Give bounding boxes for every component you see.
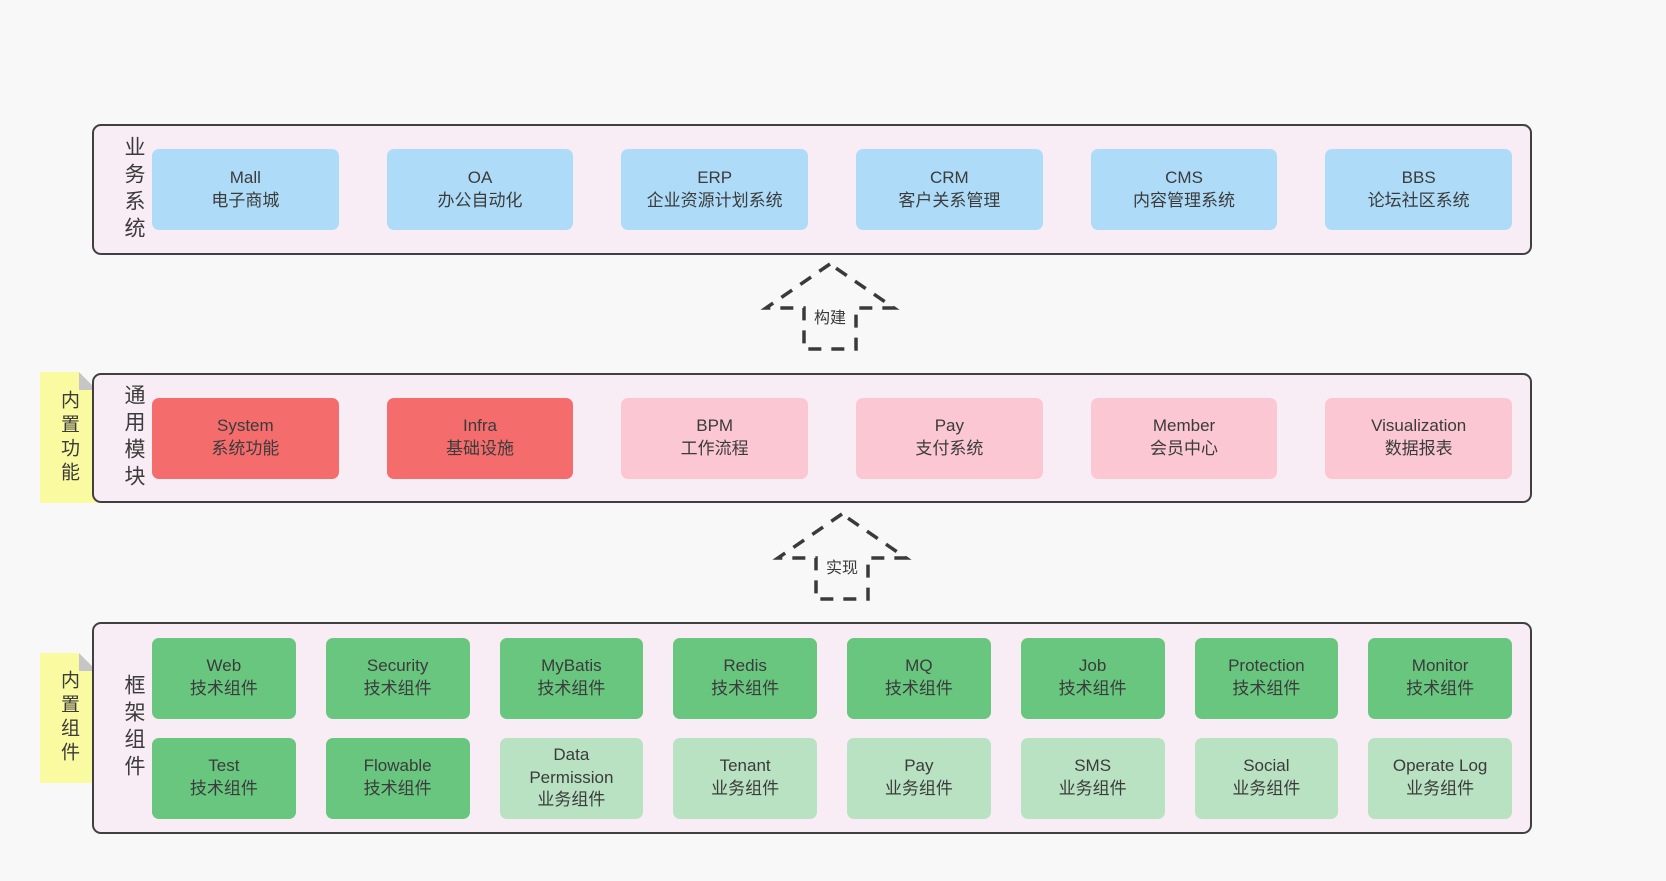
box-data-permission: Data Permission 业务组件 [499,737,644,819]
panel-business-systems: 业务系统 Mall 电子商城 OA 办公自动化 ERP 企业资源计划系统 CRM… [92,124,1532,255]
box-monitor: Monitor 技术组件 [1368,637,1512,719]
panel-label: 框架组件 [122,674,145,782]
box-pay-system: Pay 支付系统 [856,397,1043,479]
box-web: Web 技术组件 [152,637,296,719]
sticky-tab-built-in-components: 内置组件 [40,653,97,783]
box-cms: CMS 内容管理系统 [1090,149,1278,230]
box-job: Job 技术组件 [1020,637,1165,719]
panel-common-modules: 通用模块 System 系统功能 Infra 基础设施 BPM 工作流程 Pay… [92,373,1532,503]
box-sms: SMS 业务组件 [1020,737,1165,819]
sticky-tab-label: 内置功能 [58,389,79,486]
panel-framework-components: 框架组件 Web 技术组件 Security 技术组件 MyBatis 技术组件… [92,622,1532,834]
box-tenant: Tenant 业务组件 [673,737,817,819]
box-visualization: Visualization 数据报表 [1325,397,1513,479]
box-test: Test 技术组件 [152,737,296,819]
panel-label: 通用模块 [122,384,145,492]
tech-components-row: Web 技术组件 Security 技术组件 MyBatis 技术组件 Redi… [152,637,1512,719]
panel-label: 业务系统 [122,135,145,244]
box-oa: OA 办公自动化 [386,149,574,230]
box-bpm: BPM 工作流程 [621,397,809,479]
box-pay-component: Pay 业务组件 [847,737,991,819]
box-redis: Redis 技术组件 [673,637,817,719]
build-arrow-label: 构建 [810,303,850,329]
box-flowable: Flowable 技术组件 [325,737,470,819]
box-social: Social 业务组件 [1194,737,1339,819]
biz-components-row: Test 技术组件 Flowable 技术组件 Data Permission … [152,737,1512,819]
build-arrow: 构建 [760,261,900,353]
box-mybatis: MyBatis 技术组件 [499,637,644,719]
box-mq: MQ 技术组件 [847,637,991,719]
business-systems-row: Mall 电子商城 OA 办公自动化 ERP 企业资源计划系统 CRM 客户关系… [152,149,1513,230]
sticky-tab-label: 内置组件 [58,670,79,766]
box-security: Security 技术组件 [325,637,470,719]
sticky-tab-built-in-features: 内置功能 [40,372,97,503]
box-system: System 系统功能 [152,397,339,479]
box-operate-log: Operate Log 业务组件 [1368,737,1512,819]
box-crm: CRM 客户关系管理 [856,149,1043,230]
box-protection: Protection 技术组件 [1194,637,1339,719]
common-modules-row: System 系统功能 Infra 基础设施 BPM 工作流程 Pay 支付系统… [152,397,1513,479]
box-infra: Infra 基础设施 [386,397,574,479]
box-mall: Mall 电子商城 [152,149,339,230]
box-erp: ERP 企业资源计划系统 [621,149,809,230]
implement-arrow: 实现 [772,511,912,603]
box-member: Member 会员中心 [1090,397,1278,479]
implement-arrow-label: 实现 [822,553,862,579]
box-bbs: BBS 论坛社区系统 [1325,149,1513,230]
